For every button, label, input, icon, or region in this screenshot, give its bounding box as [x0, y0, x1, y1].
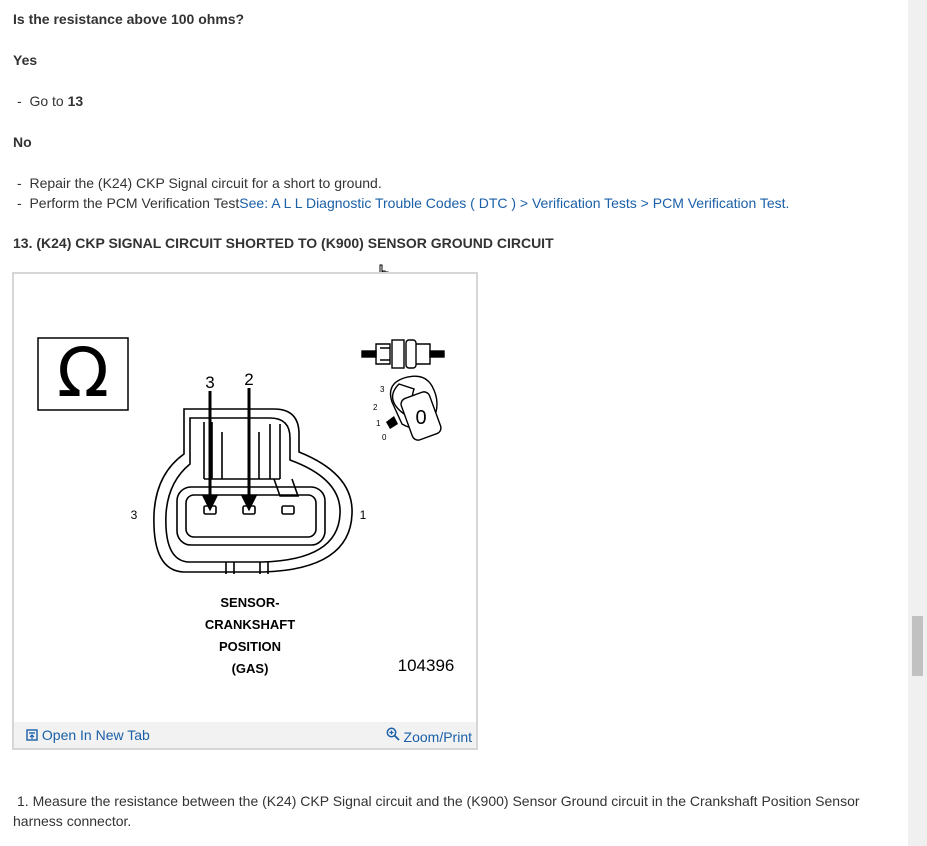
go-to-step-number: 13	[67, 93, 84, 109]
connector-diagram: Ω	[37, 334, 455, 676]
step-13-instruction-line-2: harness connector.	[13, 813, 132, 829]
zoom-in-icon	[386, 727, 400, 741]
figure-toolbar: Open In New Tab Zoom/Print	[14, 722, 476, 748]
svg-text:CRANKSHAFT: CRANKSHAFT	[205, 617, 295, 632]
bullet: -	[17, 93, 22, 109]
ohmmeter-icon: Ω	[37, 334, 129, 413]
document-content: Is the resistance above 100 ohms? Yes - …	[12, 11, 860, 829]
open-in-new-tab-button[interactable]: Open In New Tab	[26, 727, 150, 743]
figure-caption: SENSOR- CRANKSHAFT POSITION (GAS)	[205, 595, 295, 676]
probe-arrows	[201, 388, 258, 512]
svg-text:(GAS): (GAS)	[232, 661, 269, 676]
key-face-label: 0	[415, 407, 426, 429]
open-in-new-tab-label: Open In New Tab	[41, 727, 150, 743]
svg-text:2: 2	[373, 403, 378, 412]
verification-text: Perform the PCM Verification Test	[29, 195, 240, 211]
bullet: -	[17, 175, 22, 191]
open-tab-icon	[26, 729, 38, 741]
svg-text:3: 3	[380, 385, 385, 394]
yes-label: Yes	[13, 52, 38, 68]
yes-action: - Go to 13	[17, 93, 83, 109]
svg-text:POSITION: POSITION	[219, 639, 281, 654]
no-action-verification: - Perform the PCM Verification TestSee: …	[17, 195, 789, 211]
ohm-symbol: Ω	[57, 334, 109, 413]
connector-icon	[153, 408, 353, 574]
ignition-key-icon: 0 3 2 1 0	[373, 375, 442, 442]
svg-text:SENSOR-: SENSOR-	[220, 595, 279, 610]
vertical-scrollbar[interactable]	[908, 0, 927, 846]
verification-test-link[interactable]: See: A L L Diagnostic Trouble Codes ( DT…	[239, 195, 790, 211]
step-13-instruction-line-1: 1. Measure the resistance between the (K…	[17, 793, 860, 809]
side-label-right: 1	[360, 508, 367, 522]
svg-text:1: 1	[376, 419, 381, 428]
no-action-repair: - Repair the (K24) CKP Signal circuit fo…	[17, 175, 382, 191]
go-to-text: Go to	[29, 93, 64, 109]
step-13-title: 13. (K24) CKP SIGNAL CIRCUIT SHORTED TO …	[13, 235, 554, 251]
svg-text:0: 0	[382, 433, 387, 442]
disconnected-connector-icon	[361, 339, 445, 369]
figure-number: 104396	[398, 656, 455, 675]
pin-label-2: 2	[244, 370, 253, 389]
zoom-print-label: Zoom/Print	[403, 729, 472, 745]
resistance-question: Is the resistance above 100 ohms?	[13, 11, 245, 27]
bullet: -	[17, 195, 22, 211]
repair-text: Repair the (K24) CKP Signal circuit for …	[29, 175, 382, 191]
no-label: No	[13, 134, 32, 150]
pin-label-3: 3	[205, 373, 214, 392]
scrollbar-thumb[interactable]	[912, 616, 923, 676]
zoom-print-button[interactable]: Zoom/Print	[386, 727, 472, 745]
connector-figure: Ω	[12, 272, 478, 750]
side-label-left: 3	[131, 508, 138, 522]
